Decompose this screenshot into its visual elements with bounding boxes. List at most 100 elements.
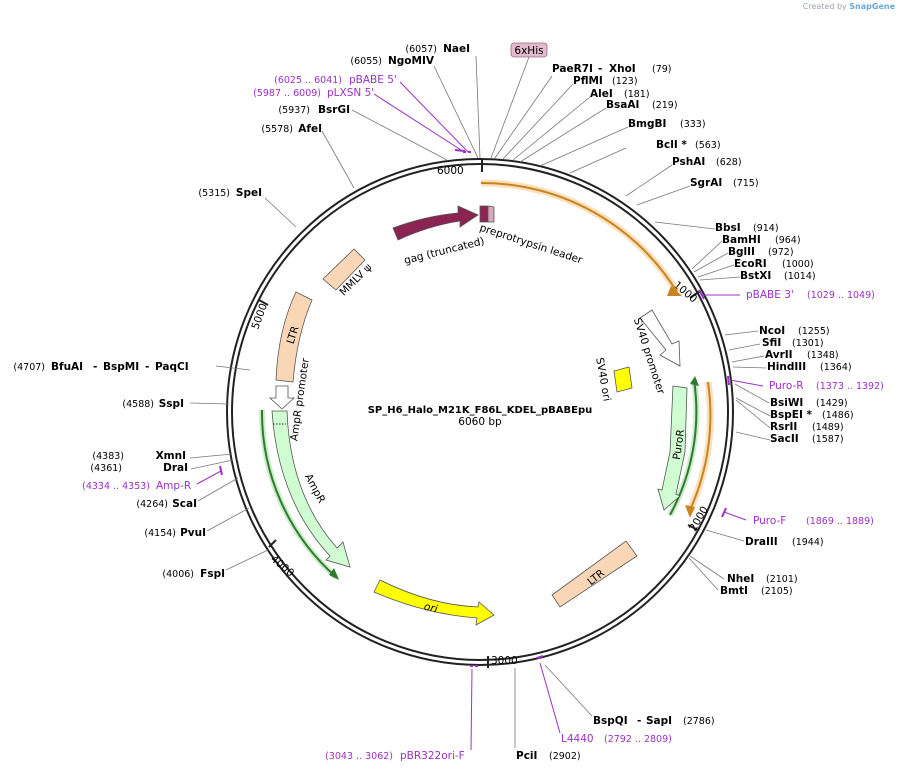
svg-text:pLXSN 5': pLXSN 5' — [327, 87, 374, 99]
svg-text:PaqCI: PaqCI — [155, 361, 189, 373]
svg-text:(914): (914) — [753, 223, 779, 234]
site-scai[interactable]: (4264) ScaI — [136, 477, 239, 510]
site-pcii[interactable]: PciI (2902) — [514, 668, 581, 762]
puror-feature — [657, 385, 688, 511]
site-nhei[interactable]: NheI (2101) — [689, 555, 798, 585]
tick-2000 — [687, 524, 699, 531]
site-bbsi[interactable]: BbsI (914) — [654, 221, 779, 234]
svg-text:BglII: BglII — [728, 246, 755, 258]
site-hindiii[interactable]: HindIII (1364) — [732, 361, 852, 373]
svg-text:NheI: NheI — [727, 573, 754, 585]
svg-text:(715): (715) — [733, 178, 759, 189]
svg-text:BamHI: BamHI — [722, 234, 761, 246]
site-rsrii[interactable]: RsrII (1489) — [735, 399, 844, 433]
orange-feature-top — [480, 181, 678, 293]
svg-text:(1000): (1000) — [782, 259, 814, 270]
svg-text:(1348): (1348) — [807, 350, 839, 361]
site-afei[interactable]: (5578) AfeI — [261, 123, 355, 189]
gag-label: gag (truncated) — [403, 235, 486, 267]
svg-text:(2105): (2105) — [761, 586, 793, 597]
site-sgrai[interactable]: SgrAI (715) — [636, 177, 759, 206]
svg-text:NaeI: NaeI — [443, 43, 470, 55]
site-pflmi[interactable]: PflMI (123) — [502, 75, 638, 160]
site-bstxi[interactable]: BstXI (1014) — [699, 270, 816, 282]
svg-text:(79): (79) — [652, 64, 672, 75]
site-bcli[interactable]: BclI * (563) — [569, 139, 721, 174]
ampr-line-arrowhead — [329, 568, 339, 580]
svg-text:AfeI: AfeI — [298, 123, 322, 135]
svg-text:BsaAI: BsaAI — [606, 99, 639, 111]
site-paer7i-xhoi[interactable]: PaeR7I - XhoI (79) — [494, 63, 672, 159]
svg-text:(1944): (1944) — [792, 537, 824, 548]
site-ecori[interactable]: EcoRI (1000) — [697, 258, 814, 278]
primer-amp-r[interactable]: (4334 .. 4353) Amp-R — [82, 465, 223, 492]
svg-text:(2786): (2786) — [683, 716, 715, 727]
primer-puro-f[interactable]: Puro-F (1869 .. 1889) — [721, 507, 874, 527]
svg-text:(4006): (4006) — [162, 569, 194, 580]
svg-text:(1489): (1489) — [812, 422, 844, 433]
site-bamhi[interactable]: BamHI (964) — [691, 234, 801, 270]
site-fspi[interactable]: (4006) FspI — [162, 549, 269, 580]
svg-text:XmnI: XmnI — [156, 450, 186, 462]
site-sfii[interactable]: SfiI (1301) — [728, 337, 824, 351]
snapgene-watermark: Created by SnapGene — [803, 2, 895, 11]
watermark-brand: SnapGene — [849, 2, 895, 11]
primer-pbr322ori-f[interactable]: (3043 .. 3062) pBR322ori-F — [325, 665, 478, 762]
svg-text:pBABE 3': pBABE 3' — [746, 289, 794, 301]
site-naei[interactable]: (6057) NaeI — [405, 43, 481, 159]
svg-text:BfuAI: BfuAI — [51, 361, 83, 373]
svg-text:Amp-R: Amp-R — [156, 480, 191, 492]
site-bspqi-sapi[interactable]: BspQI - SapI (2786) — [544, 664, 715, 727]
site-sacii[interactable]: SacII (1587) — [735, 431, 844, 445]
site-avrii[interactable]: AvrII (1348) — [731, 349, 839, 363]
primer-pbabe-3[interactable]: pBABE 3' (1029 .. 1049) — [698, 289, 875, 301]
preprotrypsin-label: preprotrypsin leader — [478, 222, 584, 267]
site-bsrgi[interactable]: (5937) BsrGI — [278, 104, 448, 161]
site-spei[interactable]: (5315) SpeI — [198, 187, 297, 228]
svg-text:(1486): (1486) — [822, 410, 854, 421]
site-bglii[interactable]: BglII (972) — [693, 246, 794, 273]
svg-text:Puro-R: Puro-R — [769, 380, 804, 392]
primer-plxsn-5[interactable]: (5987 .. 6009) pLXSN 5' — [253, 87, 466, 152]
svg-text:(1364): (1364) — [820, 362, 852, 373]
primer-puro-r[interactable]: Puro-R (1373 .. 1392) — [727, 375, 884, 392]
site-bspei[interactable]: BspEI * (1486) — [735, 397, 854, 421]
site-xmni[interactable]: (4383) XmnI — [92, 450, 233, 462]
svg-text:PshAI: PshAI — [672, 156, 705, 168]
his-tag-leader — [490, 56, 530, 159]
svg-text:(1029 .. 1049): (1029 .. 1049) — [807, 290, 875, 301]
site-bsiwi[interactable]: BsiWI (1429) — [734, 383, 848, 409]
svg-text:(4264): (4264) — [136, 499, 168, 510]
svg-text:NgoMIV: NgoMIV — [388, 55, 435, 67]
site-bmgbi[interactable]: BmgBI (333) — [539, 118, 706, 167]
primer-l4440[interactable]: L4440 (2792 .. 2809) — [536, 655, 672, 745]
svg-text:(563): (563) — [695, 140, 721, 151]
svg-text:FspI: FspI — [200, 568, 225, 580]
svg-text:Puro-F: Puro-F — [753, 515, 786, 527]
site-ngomiv[interactable]: (6055) NgoMIV — [350, 55, 479, 159]
site-bsaai[interactable]: BsaAI (219) — [519, 99, 678, 163]
site-pshai[interactable]: PshAI (628) — [625, 156, 742, 197]
site-bmti[interactable]: BmtI (2105) — [688, 557, 793, 597]
primer-pbabe-5[interactable]: (6025 .. 6041) pBABE 5' — [274, 74, 473, 153]
ampr-promoter-feature — [268, 385, 296, 410]
svg-text:(4383): (4383) — [92, 451, 124, 462]
svg-text:DraI: DraI — [163, 462, 188, 474]
site-sspi[interactable]: (4588) SspI — [122, 398, 230, 410]
svg-text:(4154): (4154) — [144, 528, 176, 539]
svg-text:(1429): (1429) — [816, 398, 848, 409]
svg-text:SapI: SapI — [646, 715, 672, 727]
svg-text:(3043 .. 3062): (3043 .. 3062) — [325, 751, 393, 762]
site-drai[interactable]: (4361) DraI — [90, 459, 234, 474]
svg-text:(4707): (4707) — [13, 362, 45, 373]
site-bfuai-bspmi-paqci[interactable]: (4707) BfuAI - BspMI - PaqCI — [13, 361, 251, 373]
site-draiii[interactable]: DraIII (1944) — [705, 529, 824, 548]
svg-text:(2101): (2101) — [766, 574, 798, 585]
svg-text:(1373 .. 1392): (1373 .. 1392) — [816, 381, 884, 392]
svg-text:pBABE 5': pBABE 5' — [349, 74, 397, 86]
site-ncoi[interactable]: NcoI (1255) — [724, 325, 830, 337]
orange-feature-right-arrowhead — [685, 505, 695, 518]
site-alei[interactable]: AleI (181) — [512, 88, 650, 161]
site-pvui[interactable]: (4154) PvuI — [144, 507, 250, 539]
